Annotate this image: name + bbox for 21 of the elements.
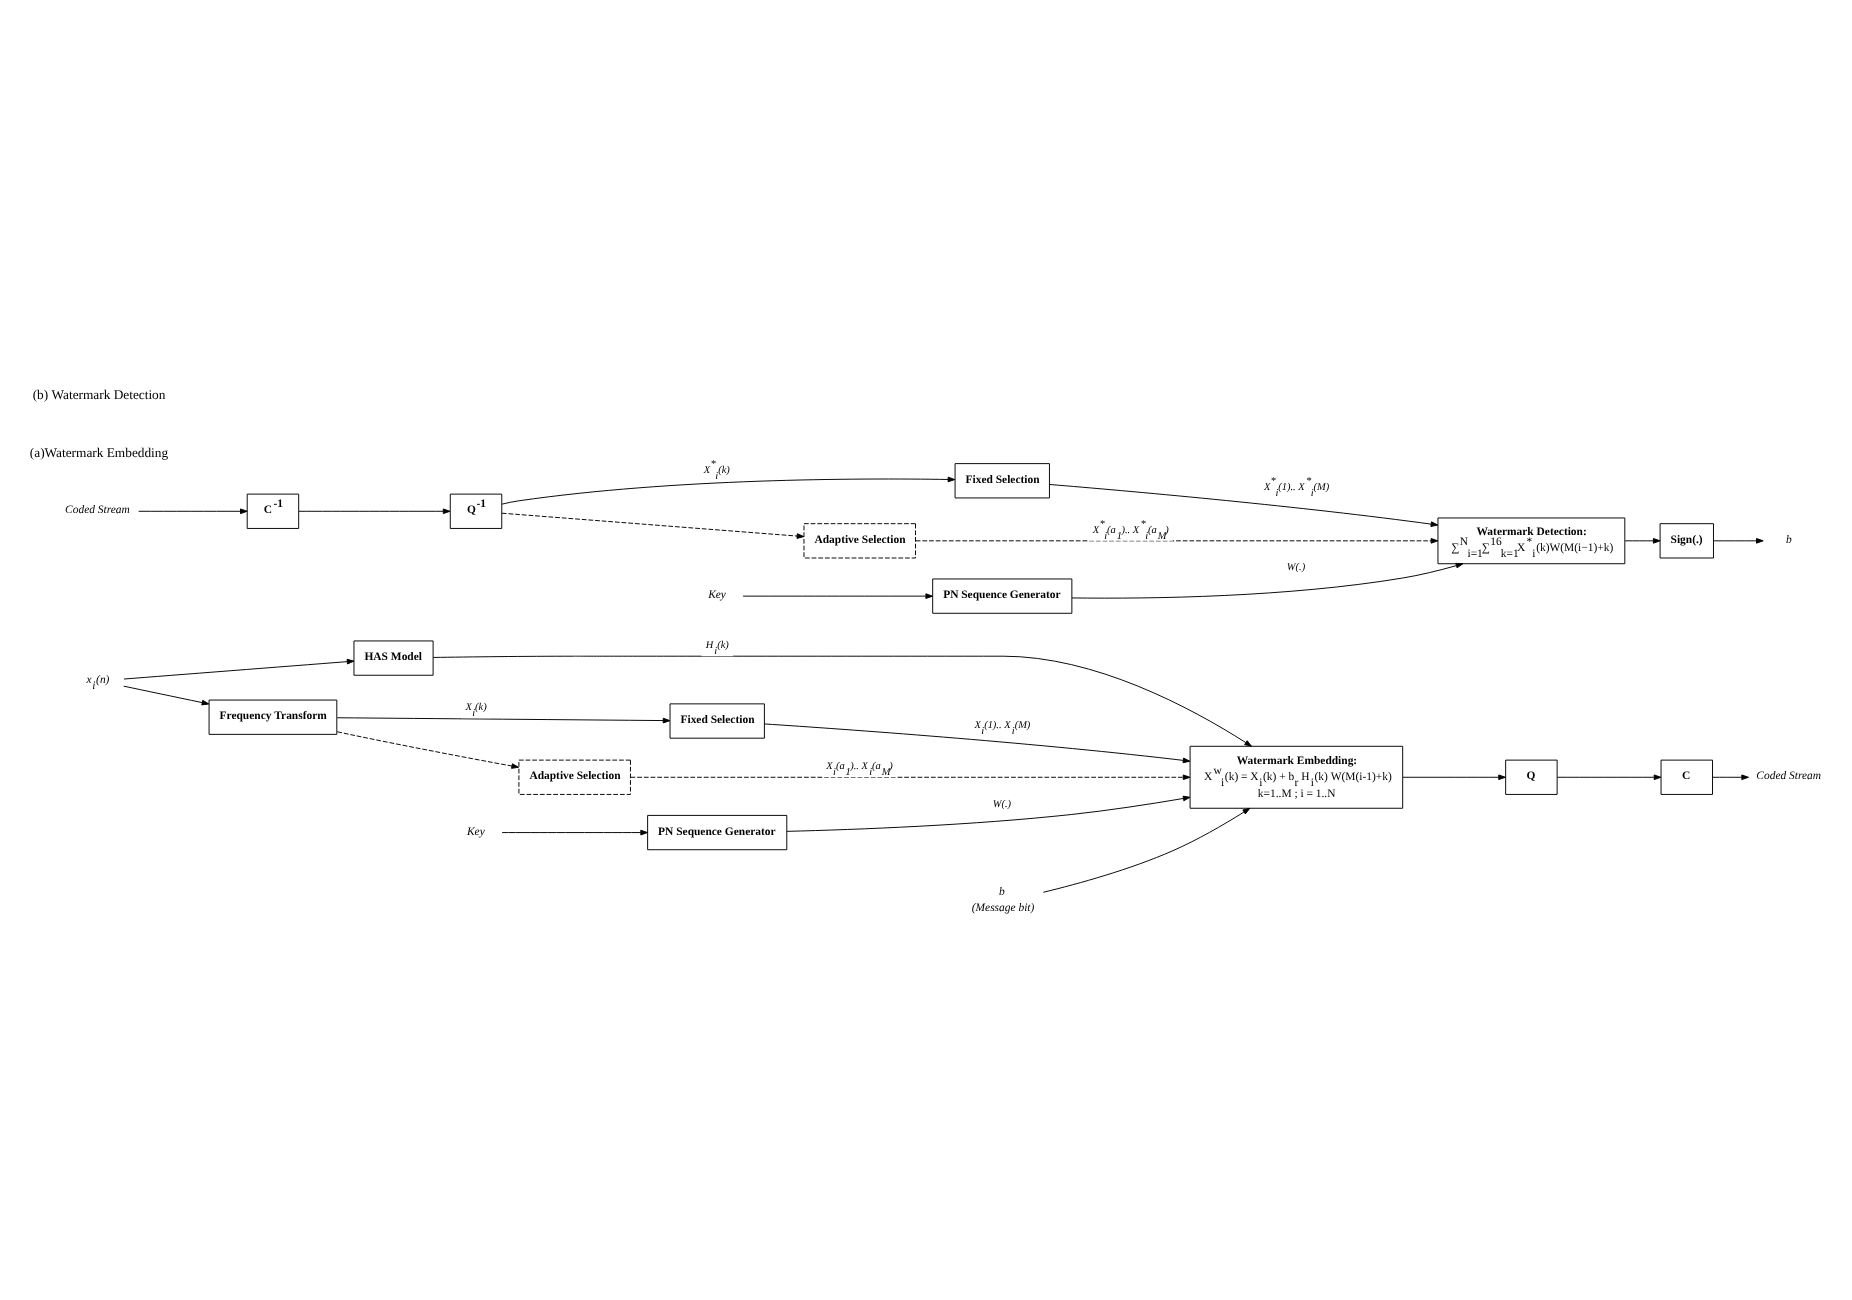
arrow — [501, 829, 648, 836]
arrow — [336, 717, 671, 724]
arrow — [501, 512, 805, 539]
arrow — [1713, 538, 1764, 544]
arrow — [1402, 774, 1506, 781]
arrow — [123, 685, 210, 706]
arrow — [1042, 807, 1251, 893]
arrow — [1624, 538, 1661, 544]
arrow — [138, 508, 248, 515]
arrow — [432, 655, 1252, 747]
arrow — [763, 723, 1191, 764]
arrow — [501, 476, 956, 505]
arrow — [742, 593, 934, 599]
arrow — [1556, 774, 1662, 781]
arrow — [1071, 562, 1464, 599]
arrow — [1049, 484, 1439, 527]
arrow — [630, 774, 1191, 781]
arrow — [298, 508, 451, 515]
arrow — [123, 658, 355, 680]
arrow — [336, 731, 519, 769]
arrow — [1712, 774, 1749, 781]
